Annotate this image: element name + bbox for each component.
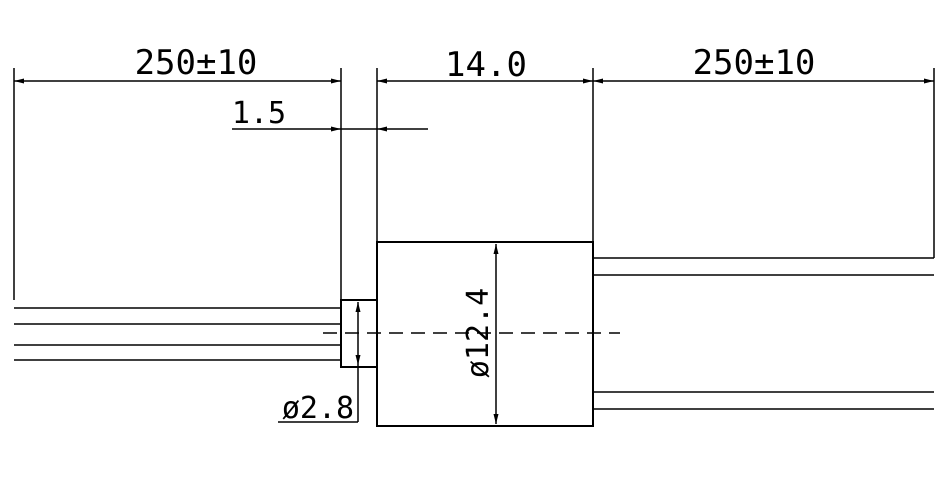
label-left-length: 250±10 bbox=[135, 43, 258, 83]
label-stem-diameter: ø2.8 bbox=[282, 391, 354, 426]
label-step-length: 1.5 bbox=[232, 96, 286, 131]
label-body-diameter: ø12.4 bbox=[461, 288, 496, 378]
label-body-length: 14.0 bbox=[445, 45, 527, 85]
label-right-length: 250±10 bbox=[693, 43, 816, 83]
